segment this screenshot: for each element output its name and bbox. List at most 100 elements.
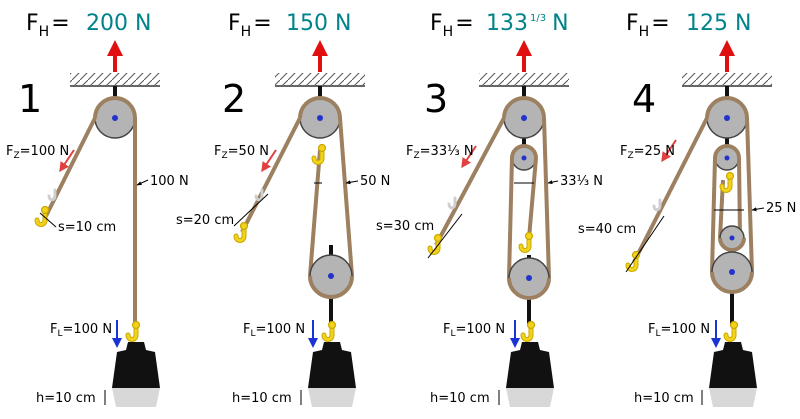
fh-value: 200 N <box>86 11 151 36</box>
s-dimension-line <box>625 215 665 273</box>
ghost-hook-icon <box>47 188 57 202</box>
ceiling-hatch <box>70 73 160 85</box>
fh-value: 150 N <box>286 11 351 36</box>
pulley-axle <box>526 275 532 281</box>
rope-over-small-wheel <box>510 144 538 159</box>
weight-block <box>506 342 554 388</box>
ceiling-hatch <box>275 73 365 85</box>
pulley-axle <box>328 273 334 279</box>
pulley-axle <box>729 235 735 241</box>
rope-segment <box>507 157 514 279</box>
anchor-hook-icon <box>521 233 533 251</box>
s-label: s=10 cm <box>58 220 116 235</box>
rope-segment <box>542 117 551 279</box>
s-label: s=30 cm <box>376 219 434 234</box>
pull-rope <box>240 117 302 233</box>
lift-height-shadow <box>506 388 554 407</box>
ceiling-hatch <box>682 73 772 85</box>
rope-segment <box>338 117 354 277</box>
rope-under-wheel <box>710 271 754 294</box>
lift-height-shadow <box>308 388 356 407</box>
weight-block <box>308 342 356 388</box>
fl-label: FL=100 N <box>243 322 305 339</box>
rope-segment <box>710 157 717 273</box>
pull-hook-icon <box>236 223 248 241</box>
panel-number: 4 <box>632 77 656 121</box>
fh-label: FH= <box>626 11 670 40</box>
rope-force-pointer <box>751 207 765 212</box>
pulley-axle <box>112 115 118 121</box>
fl-label: FL=100 N <box>443 322 505 339</box>
rope-force-pointer <box>547 180 559 185</box>
panel-number: 3 <box>424 77 448 121</box>
h-label: h=10 cm <box>634 391 694 406</box>
fh-label: FH= <box>26 11 70 40</box>
pulley-axle <box>521 155 527 161</box>
fz-label: FZ=25 N <box>620 144 675 161</box>
h-label: h=10 cm <box>232 391 292 406</box>
rope-segment <box>745 117 754 273</box>
rope-over-wheel <box>705 96 749 119</box>
lift-height-shadow <box>709 388 757 407</box>
rope-force-label: 33⅓ N <box>560 174 603 189</box>
pulley-axle <box>521 115 527 121</box>
rope-over-wheel <box>93 96 137 119</box>
fz-label: FZ=50 N <box>214 144 269 161</box>
panel-number: 1 <box>18 77 42 121</box>
h-label: h=10 cm <box>430 391 490 406</box>
pulley-axle <box>724 115 730 121</box>
rope-under-wheel <box>308 275 354 299</box>
rope-segment <box>527 157 538 239</box>
panel-2: FH= 150 N 2 FZ=50 N 50 N s=20 cm FL=100 … <box>176 11 390 407</box>
panel-number: 2 <box>222 77 246 121</box>
anchor-hook-icon <box>314 145 326 163</box>
s-dimension-line <box>39 212 57 228</box>
lift-height-shadow <box>112 388 160 407</box>
rope-under-small-wheel <box>718 237 746 252</box>
h-label: h=10 cm <box>36 391 96 406</box>
pulley-axle <box>729 269 735 275</box>
rope-over-small-wheel <box>713 144 741 159</box>
fz-label: FZ=33⅓ N <box>406 144 474 161</box>
rope-force-pointer <box>136 179 149 186</box>
load-hook-icon <box>324 322 336 340</box>
weight-block <box>112 342 160 388</box>
pull-force-arrow <box>661 139 677 163</box>
s-dimension-line <box>427 213 463 259</box>
pull-rope <box>434 117 506 246</box>
pulley-axle <box>317 115 323 121</box>
rope-under-wheel <box>507 277 551 300</box>
rope-force-label: 100 N <box>150 174 189 189</box>
weight-block <box>709 342 757 388</box>
panel-4: FH= 125 N 4 FZ=25 N 25 N s=40 <box>578 11 796 407</box>
pull-force-arrow <box>261 149 277 173</box>
pull-rope <box>632 117 709 263</box>
fz-label: FZ=100 N <box>6 144 69 161</box>
fh-label: FH= <box>430 11 474 40</box>
rope-segment <box>737 157 742 239</box>
rope-force-label: 25 N <box>766 201 796 216</box>
s-dimension-line <box>233 193 269 227</box>
fl-label: FL=100 N <box>50 322 112 339</box>
load-hook-icon <box>128 322 140 340</box>
rope-force-pointer <box>345 180 359 185</box>
fh-label: FH= <box>228 11 272 40</box>
ghost-hook-icon <box>447 196 457 210</box>
rope-over-wheel <box>298 96 342 119</box>
fh-value: 125 N <box>686 11 751 36</box>
load-hook-icon <box>726 322 738 340</box>
s-label: s=40 cm <box>578 222 636 237</box>
pulley-axle <box>724 155 730 161</box>
rope-over-wheel <box>502 96 546 119</box>
ceiling-hatch <box>479 73 569 85</box>
rope-segment <box>308 149 322 277</box>
pull-force-arrow <box>59 149 75 173</box>
s-label: s=20 cm <box>176 213 234 228</box>
fl-label: FL=100 N <box>648 322 710 339</box>
pull-rope <box>43 117 97 219</box>
load-hook-icon <box>523 322 535 340</box>
